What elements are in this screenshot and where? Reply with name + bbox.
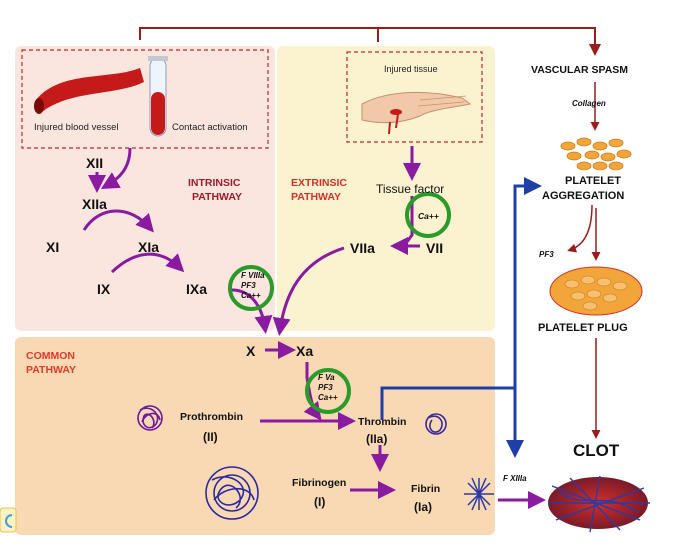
- extrinsic-title-2: PATHWAY: [291, 191, 341, 203]
- clot-label: CLOT: [573, 441, 620, 460]
- injured-blood-vessel-label: Injured blood vessel: [34, 122, 119, 133]
- extrinsic-title-1: EXTRINSIC: [291, 177, 347, 189]
- platelet-plug-label: PLATELET PLUG: [538, 322, 628, 334]
- factor-vii: VII: [426, 240, 443, 256]
- common-pathway-panel: [15, 337, 495, 535]
- intrinsic-cofactor-circle: [228, 265, 274, 311]
- platelet-aggregation-label-1: PLATELET: [565, 175, 621, 187]
- x-cofactor-2: PF3: [318, 383, 333, 392]
- ix-cofactor-3: Ca++: [241, 291, 261, 300]
- thrombin-label: Thrombin: [358, 416, 406, 428]
- intrinsic-arrows: [82, 147, 273, 334]
- extrinsic-ca-label: Ca++: [418, 211, 439, 221]
- extrinsic-pathway-panel: [277, 46, 495, 331]
- factor-x: X: [246, 343, 256, 359]
- intrinsic-title-1: INTRINSIC: [188, 177, 241, 189]
- clot-image: [548, 475, 650, 533]
- extrinsic-cofactor-circle: [405, 192, 451, 238]
- platelet-aggregation-label-2: AGGREGATION: [542, 190, 624, 202]
- fibrinogen-molecule-image: [205, 466, 259, 520]
- injured-tissue-label: Injured tissue: [384, 64, 438, 74]
- prothrombin-molecule-image: [137, 405, 163, 431]
- tissue-factor-label: Tissue factor: [376, 182, 444, 196]
- common-title-2: PATHWAY: [26, 364, 76, 376]
- prothrombin-label: Prothrombin: [180, 411, 243, 423]
- common-cofactor-circle: [305, 368, 351, 414]
- extrinsic-arrows: [272, 146, 421, 336]
- thrombin-molecule-image: [425, 413, 447, 435]
- injured-hand-image: [361, 91, 472, 135]
- thrombin-number: (IIa): [366, 432, 387, 446]
- common-title-1: COMMON: [26, 350, 75, 362]
- reload-icon[interactable]: [0, 507, 17, 533]
- platelet-plug-image: [549, 266, 643, 316]
- fibrin-number: (Ia): [414, 500, 432, 514]
- platelet-column-arrows: [567, 82, 601, 439]
- factor-xii: XII: [86, 155, 103, 171]
- fibrin-label: Fibrin: [411, 483, 440, 495]
- fibrinogen-label: Fibrinogen: [292, 477, 346, 489]
- test-tube-image: [148, 56, 168, 137]
- factor-ixa: IXa: [186, 281, 207, 297]
- intrinsic-title-2: PATHWAY: [192, 191, 242, 203]
- x-cofactor-1: F Va: [318, 373, 335, 382]
- factor-xi: XI: [46, 239, 59, 255]
- collagen-label: Collagen: [572, 99, 606, 108]
- factor-xia: XIa: [138, 239, 159, 255]
- f-xiiia-label: F XIIIa: [503, 474, 527, 483]
- factor-ix: IX: [97, 281, 111, 297]
- prothrombin-number: (II): [203, 430, 218, 444]
- ix-cofactor-2: PF3: [241, 281, 256, 290]
- top-connector: [139, 27, 601, 56]
- fibrinogen-number: (I): [314, 495, 325, 509]
- factor-viia: VIIa: [350, 240, 375, 256]
- injured-vessel-box: [21, 49, 269, 149]
- vascular-spasm-label: VASCULAR SPASM: [531, 64, 628, 76]
- blood-vessel-image: [34, 68, 144, 114]
- pf3-label: PF3: [539, 250, 554, 259]
- factor-xa: Xa: [296, 343, 313, 359]
- platelets-image: [560, 137, 632, 171]
- intrinsic-pathway-panel: [15, 46, 275, 331]
- thrombin-feedback-arrows: [380, 177, 542, 458]
- contact-activation-label: Contact activation: [172, 122, 248, 133]
- fibrin-molecule-image: [464, 477, 494, 511]
- ix-cofactor-1: F VIIIa: [241, 271, 265, 280]
- x-cofactor-3: Ca++: [318, 393, 338, 402]
- factor-xiia: XIIa: [82, 196, 107, 212]
